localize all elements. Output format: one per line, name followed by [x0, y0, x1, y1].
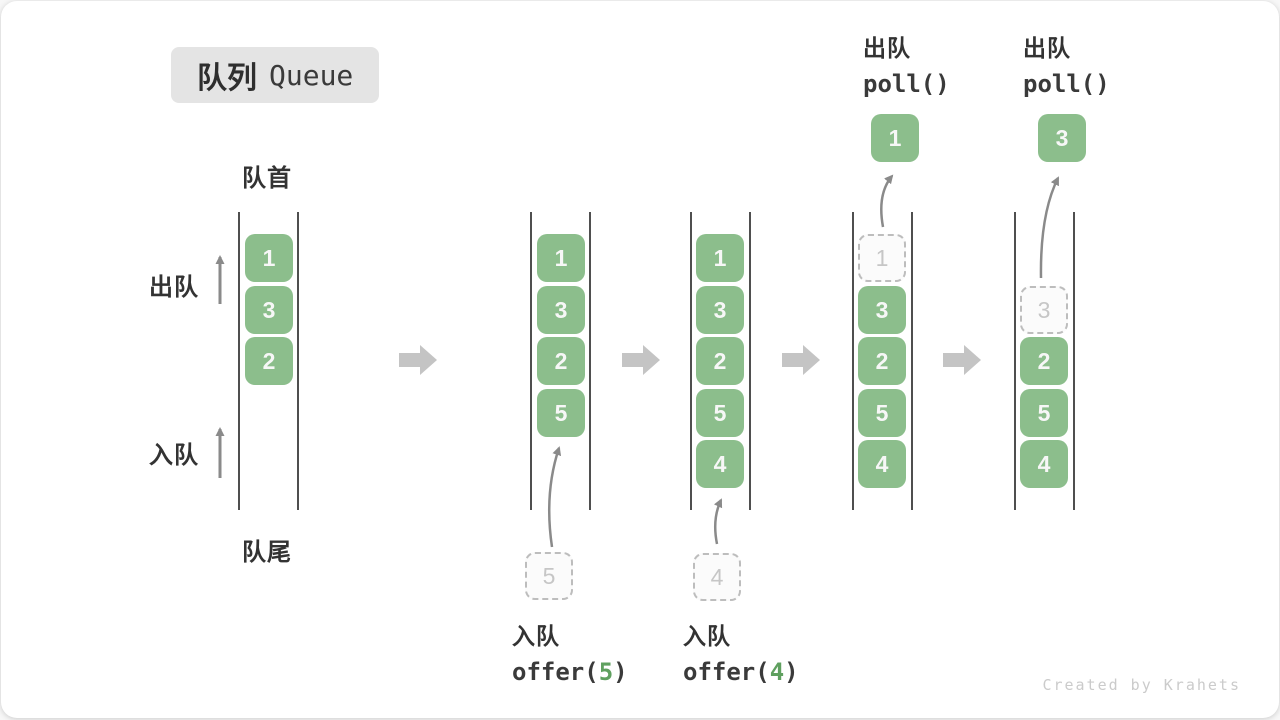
enqueue4-operation-label: 入队 offer(4) — [683, 617, 799, 686]
code-close: ) — [613, 658, 628, 686]
title-zh: 队列 — [197, 62, 257, 95]
queue-rear-label: 队尾 — [242, 539, 292, 566]
title-badge: 队列 Queue — [171, 47, 380, 103]
transition-arrow-right-icon-2 — [622, 345, 660, 375]
enqueue5-arrow-icon — [547, 446, 562, 548]
code-fn: offer( — [683, 658, 770, 686]
transition-arrow-right-icon-1 — [399, 345, 437, 375]
code-arg: 5 — [598, 658, 614, 686]
enqueue-zh-label: 入队 — [683, 623, 731, 649]
transition-arrow-right-icon-3 — [782, 345, 820, 375]
enqueue-code-label: offer(5) — [512, 658, 628, 686]
enqueue5-operation-label: 入队 offer(5) — [512, 617, 628, 686]
dequeue-side-label: 出队 — [149, 274, 199, 301]
code-fn: offer( — [512, 658, 599, 686]
enqueue4-arrow-icon — [713, 498, 723, 545]
title-en: Queue — [269, 58, 354, 92]
enqueue-code-label: offer(4) — [683, 658, 799, 686]
code-close: ) — [784, 658, 799, 686]
watermark: Created by Krahets — [1042, 676, 1241, 694]
poll1-arrow-icon — [880, 174, 894, 228]
poll3-arrow-icon — [1039, 176, 1060, 279]
queue-front-label: 队首 — [242, 165, 292, 192]
transition-arrow-right-icon-4 — [943, 345, 981, 375]
code-arg: 4 — [769, 658, 785, 686]
enqueue-zh-label: 入队 — [512, 623, 560, 649]
enqueue-side-label: 入队 — [149, 442, 199, 469]
